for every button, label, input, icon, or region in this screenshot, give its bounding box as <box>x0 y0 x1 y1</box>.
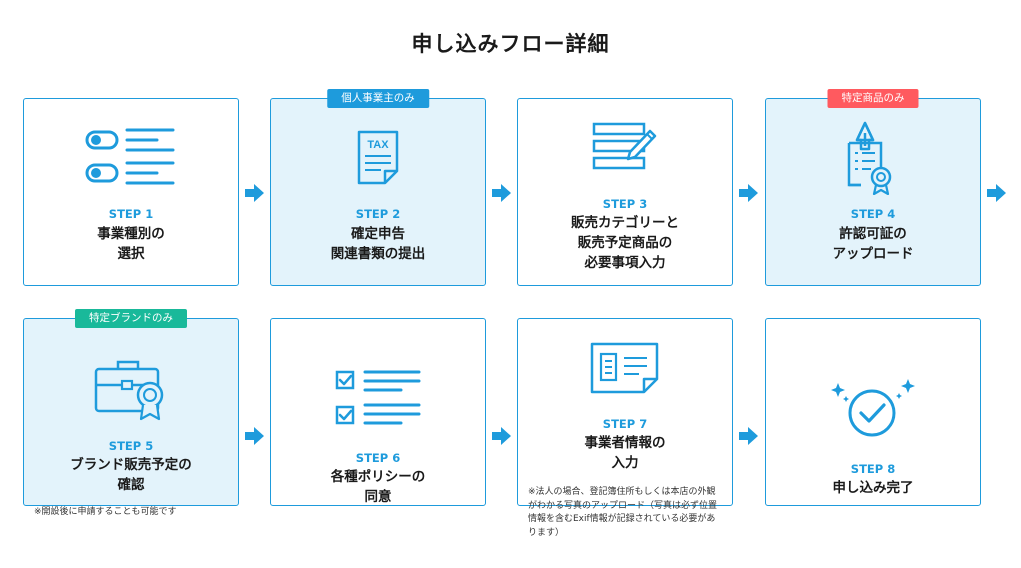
step-card-6: STEP 6 各種ポリシーの同意 <box>270 318 486 506</box>
step-note: ※法人の場合、登記簿住所もしくは本店の外観がわかる写真のアップロード（写真は必ず… <box>528 487 718 538</box>
step-label: 事業者情報の入力 <box>584 435 666 471</box>
toggle-list-icon <box>85 128 175 185</box>
step-card-8: STEP 8 申し込み完了 <box>765 318 981 506</box>
step-note: ※開設後に申請することも可能です <box>34 507 177 517</box>
check-sparkle-icon <box>831 379 915 437</box>
arrow-right-icon <box>245 427 264 445</box>
step-number: STEP 7 <box>602 417 648 431</box>
page-title: 申し込みフロー詳細 <box>411 32 610 56</box>
arrow-right-icon <box>492 184 511 202</box>
arrow-right-icon <box>739 184 758 202</box>
checklist-icon <box>335 370 421 425</box>
step-card-4: 特定商品のみ STEP 4 許認可証のアップロード <box>765 89 981 286</box>
step-label: 各種ポリシーの同意 <box>330 469 426 505</box>
arrow-right-icon <box>245 184 264 202</box>
form-pen-icon <box>592 122 657 170</box>
step-condition-tag: 特定ブランドのみ <box>75 309 187 328</box>
id-document-icon <box>590 342 659 394</box>
step-number: STEP 4 <box>850 207 896 221</box>
step-number: STEP 6 <box>355 451 401 465</box>
arrow-right-icon <box>739 427 758 445</box>
step-label: 販売カテゴリーと販売予定商品の必要事項入力 <box>571 215 679 271</box>
step-number: STEP 1 <box>108 207 154 221</box>
step-number: STEP 8 <box>850 462 896 476</box>
step-condition-tag: 特定商品のみ <box>827 89 919 108</box>
step-number: STEP 2 <box>355 207 401 221</box>
svg-text:TAX: TAX <box>367 139 389 151</box>
step-number: STEP 3 <box>602 197 648 211</box>
step-card-5: 特定ブランドのみ STEP 5 ブランド販売予定の確認 ※開設後に申請することも… <box>23 309 239 517</box>
step-card-1: STEP 1 事業種別の選択 <box>23 98 239 286</box>
step-label: 申し込み完了 <box>832 480 914 496</box>
step-label: 許認可証のアップロード <box>832 226 914 262</box>
arrow-right-icon <box>492 427 511 445</box>
arrow-right-icon <box>987 184 1006 202</box>
step-card-2: 個人事業主のみ TAX STEP 2 確定申告関連書類の提出 <box>270 89 486 286</box>
tax-document-icon: TAX <box>357 130 399 185</box>
step-card-3: STEP 3 販売カテゴリーと販売予定商品の必要事項入力 <box>517 98 733 286</box>
step-label: 確定申告関連書類の提出 <box>330 226 426 262</box>
step-label: ブランド販売予定の確認 <box>70 457 192 493</box>
step-number: STEP 5 <box>108 439 154 453</box>
briefcase-badge-icon <box>94 360 164 421</box>
step-label: 事業種別の選択 <box>97 226 165 262</box>
certificate-upload-icon <box>847 121 892 195</box>
step-card-7: STEP 7 事業者情報の入力 ※法人の場合、登記簿住所もしくは本店の外観がわか… <box>517 318 733 538</box>
step-condition-tag: 個人事業主のみ <box>327 89 429 108</box>
